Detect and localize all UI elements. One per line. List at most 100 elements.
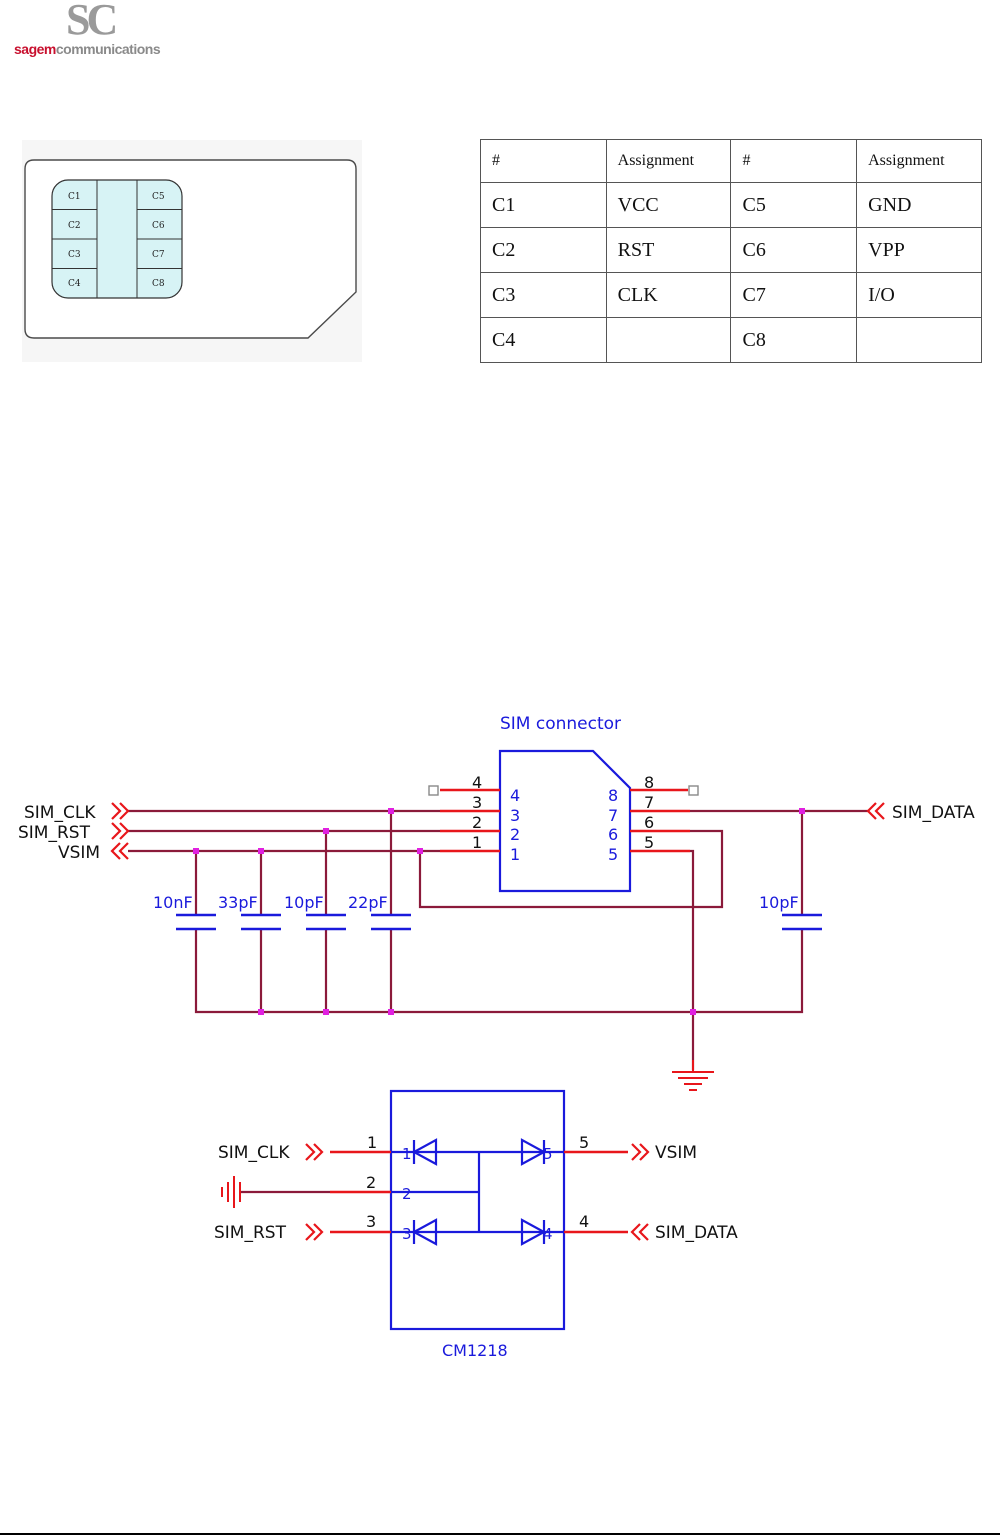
table-row: C1 VCC C5 GND	[481, 183, 982, 228]
table-cell: C6	[731, 228, 857, 273]
junction-dot	[258, 1009, 264, 1015]
connector-pin-inner: 6	[608, 825, 618, 844]
esd-pin-outer: 4	[579, 1212, 589, 1231]
junction-dot	[323, 828, 329, 834]
connector-pin-inner: 5	[608, 845, 618, 864]
contact-label: C4	[68, 279, 81, 289]
capacitor-value: 10pF	[284, 893, 324, 912]
connector-title: SIM connector	[500, 714, 621, 734]
connector-pin-inner: 2	[510, 825, 520, 844]
table-cell: VPP	[857, 228, 982, 273]
esd-pin-outer: 2	[366, 1173, 376, 1192]
contact-label: C3	[68, 250, 81, 260]
junction-dot	[690, 1009, 696, 1015]
wire-loop	[420, 831, 722, 907]
table-cell	[606, 318, 731, 363]
connector-pin-outer: 2	[472, 813, 482, 832]
connector-pin-outer: 4	[472, 773, 482, 792]
page-footer-rule	[0, 1533, 1000, 1535]
connector-pin-outer: 7	[644, 793, 654, 812]
ground-icon	[672, 1060, 714, 1090]
connector-pin-inner: 1	[510, 845, 520, 864]
contact-label: C2	[68, 221, 81, 231]
ground-icon	[222, 1176, 240, 1208]
port-arrow-icon	[306, 1144, 314, 1160]
junction-dot	[417, 848, 423, 854]
table-cell	[857, 318, 982, 363]
port-arrow-icon	[632, 1144, 640, 1160]
table-cell: CLK	[606, 273, 731, 318]
esd-pin-inner: 2	[402, 1185, 412, 1203]
port-arrow-icon	[120, 843, 128, 859]
table-header-row: # Assignment # Assignment	[481, 140, 982, 183]
esd-pin-inner: 3	[402, 1225, 412, 1243]
table-cell: GND	[857, 183, 982, 228]
table-header: Assignment	[606, 140, 731, 183]
connector-pin-inner: 7	[608, 806, 618, 825]
junction-dot	[388, 808, 394, 814]
junction-dot	[258, 848, 264, 854]
sim-chip: C1 C2 C3 C4 C5 C6 C7 C8	[52, 180, 182, 298]
port-label: SIM_DATA	[655, 1223, 738, 1243]
esd-chip-label: CM1218	[442, 1341, 508, 1360]
capacitor-value: 10nF	[153, 893, 193, 912]
port-arrow-icon	[876, 803, 884, 819]
connector-pin-outer: 6	[644, 813, 654, 832]
capacitor-value: 33pF	[218, 893, 258, 912]
table-cell: C4	[481, 318, 607, 363]
logo-text-red: sagem	[14, 41, 56, 57]
port-arrow-icon	[112, 803, 120, 819]
table-row: C2 RST C6 VPP	[481, 228, 982, 273]
connector-pin-inner: 3	[510, 806, 520, 825]
contact-label: C8	[152, 279, 165, 289]
port-label: SIM_RST	[18, 823, 91, 843]
table-row: C4 C8	[481, 318, 982, 363]
port-label: SIM_CLK	[218, 1143, 290, 1163]
connector-pin-outer: 3	[472, 793, 482, 812]
port-arrow-icon	[306, 1224, 314, 1240]
junction-dot	[323, 1009, 329, 1015]
esd-pin-outer: 5	[579, 1133, 589, 1152]
table-header: #	[731, 140, 857, 183]
esd-pin-inner: 4	[543, 1225, 553, 1243]
port-label: VSIM	[58, 843, 100, 863]
table-cell: RST	[606, 228, 731, 273]
company-logo: SC sagemcommunications	[14, 0, 174, 62]
table-header: #	[481, 140, 607, 183]
ground-bus	[196, 930, 802, 1012]
port-label: SIM_RST	[214, 1223, 287, 1243]
connector-pin-outer: 5	[644, 833, 654, 852]
sim-schematic: SIM connector 4 3 2 1 8 7 6 5 4 3 2 1 8 …	[0, 700, 1000, 1380]
esd-pin-outer: 1	[367, 1133, 377, 1152]
capacitor-value: 10pF	[759, 893, 799, 912]
contact-label: C5	[152, 192, 165, 202]
capacitor-value: 22pF	[348, 893, 388, 912]
port-arrow-icon	[640, 1224, 648, 1240]
junction-dot	[799, 808, 805, 814]
port-label: SIM_CLK	[24, 803, 96, 823]
no-connect-marker	[689, 786, 698, 795]
logo-text-grey: communications	[56, 41, 160, 57]
junction-dot	[193, 848, 199, 854]
table-cell: VCC	[606, 183, 731, 228]
port-label: VSIM	[655, 1143, 697, 1163]
junction-dot	[388, 1009, 394, 1015]
esd-pin-outer: 3	[366, 1212, 376, 1231]
table-cell: C8	[731, 318, 857, 363]
no-connect-marker	[429, 786, 438, 795]
logo-wordmark: sagemcommunications	[14, 40, 160, 58]
connector-pin-inner: 8	[608, 786, 618, 805]
table-cell: C2	[481, 228, 607, 273]
table-header: Assignment	[857, 140, 982, 183]
table-cell: I/O	[857, 273, 982, 318]
table-row: C3 CLK C7 I/O	[481, 273, 982, 318]
contact-label: C6	[152, 221, 165, 231]
connector-pin-outer: 8	[644, 773, 654, 792]
wire-ground-drop	[690, 851, 693, 1070]
esd-chip-body	[391, 1091, 564, 1329]
logo-mark: SC	[66, 0, 114, 42]
pin-assignment-table: # Assignment # Assignment C1 VCC C5 GND …	[480, 139, 982, 363]
contact-label: C1	[68, 192, 81, 202]
port-arrow-icon	[112, 823, 120, 839]
esd-pin-inner: 5	[543, 1145, 553, 1163]
